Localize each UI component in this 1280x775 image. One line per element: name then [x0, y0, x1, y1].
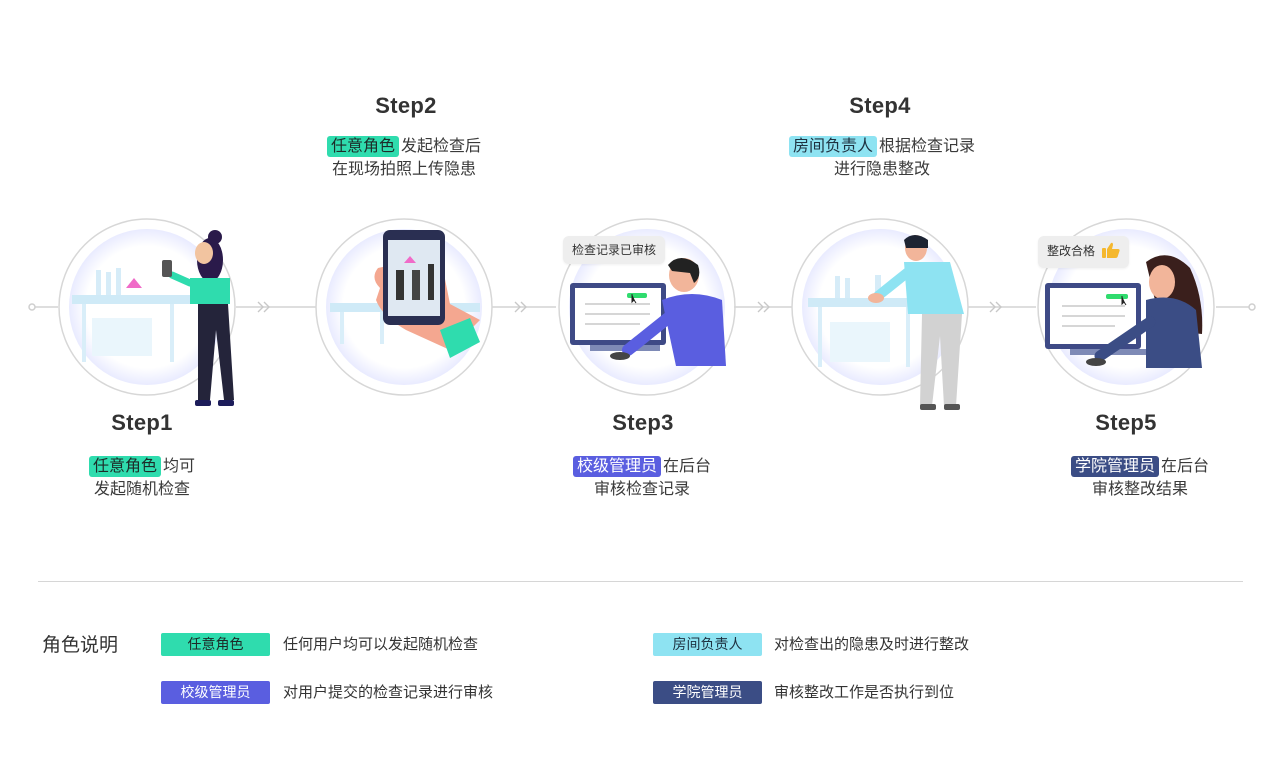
- step4-desc-line2: 进行隐患整改: [833, 161, 930, 178]
- thumbs-up-icon: [1102, 242, 1120, 262]
- step3-title: Step3: [612, 410, 674, 435]
- legend-desc-college-admin: 审核整改工作是否执行到位: [774, 684, 955, 701]
- step3-illustration: [558, 218, 736, 396]
- step5-description: 学院管理员在后台 审核整改结果: [1020, 455, 1260, 501]
- step5-desc-line1: 在后台: [1161, 458, 1210, 475]
- step2-title: Step2: [375, 93, 437, 118]
- step1-illustration: [58, 218, 236, 406]
- role-tag: 学院管理员: [1070, 456, 1159, 477]
- step5-illustration: [1037, 218, 1215, 396]
- legend-badge-room-owner: 房间负责人: [653, 633, 762, 656]
- flow-start-dot: [28, 303, 36, 311]
- process-flow-diagram: [28, 218, 1256, 410]
- role-tag: 任意角色: [88, 456, 161, 477]
- step2-description: 任意角色发起检查后 在现场拍照上传隐患: [284, 135, 524, 181]
- step3-bubble-text: 检查记录已审核: [572, 243, 657, 257]
- legend-title: 角色说明: [42, 635, 119, 656]
- legend-badge-any-role: 任意角色: [161, 633, 270, 656]
- step5-title: Step5: [1095, 410, 1157, 435]
- step2-illustration: [315, 218, 493, 396]
- role-tag: 任意角色: [326, 136, 399, 157]
- step3-desc-line1: 在后台: [663, 458, 712, 475]
- role-tag: 房间负责人: [788, 136, 877, 157]
- step1-title: Step1: [111, 410, 173, 435]
- step1-desc-line1: 均可: [163, 458, 196, 475]
- role-tag: 校级管理员: [572, 456, 661, 477]
- flow-end-dot: [1248, 303, 1256, 311]
- step1-desc-line2: 发起随机检查: [93, 481, 190, 498]
- legend-badge-school-admin: 校级管理员: [161, 681, 270, 704]
- legend-desc-school-admin: 对用户提交的检查记录进行审核: [283, 684, 494, 701]
- flow-arrows: [257, 301, 1002, 313]
- section-divider: [38, 581, 1243, 582]
- legend-desc-any-role: 任何用户均可以发起随机检查: [283, 636, 479, 653]
- legend-desc-room-owner: 对检查出的隐患及时进行整改: [774, 636, 970, 653]
- step5-desc-line2: 审核整改结果: [1091, 481, 1188, 498]
- legend-badge-college-admin: 学院管理员: [653, 681, 762, 704]
- step2-desc-line1: 发起检查后: [401, 138, 482, 155]
- step4-title: Step4: [849, 93, 911, 118]
- step3-desc-line2: 审核检查记录: [593, 481, 690, 498]
- step5-bubble-text: 整改合格: [1047, 244, 1096, 258]
- step5-status-bubble: 整改合格: [1038, 236, 1130, 268]
- step4-illustration: [791, 218, 969, 410]
- step1-description: 任意角色均可 发起随机检查: [22, 455, 262, 501]
- step3-status-bubble: 检查记录已审核: [563, 236, 666, 264]
- step2-desc-line2: 在现场拍照上传隐患: [331, 161, 476, 178]
- step4-desc-line1: 根据检查记录: [879, 138, 976, 155]
- step4-description: 房间负责人根据检查记录 进行隐患整改: [762, 135, 1002, 181]
- step3-description: 校级管理员在后台 审核检查记录: [522, 455, 762, 501]
